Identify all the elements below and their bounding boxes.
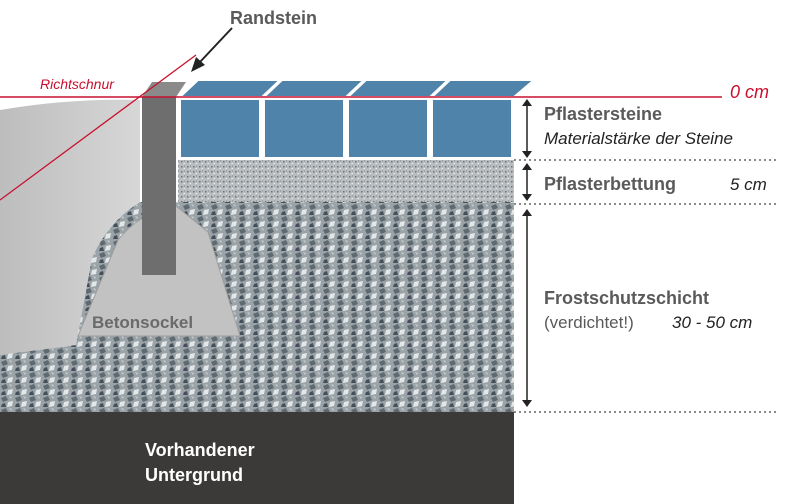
paving-bedding-layer <box>178 160 514 202</box>
paving-stones-front <box>179 98 513 159</box>
materialstaerke-label: Materialstärke der Steine <box>544 129 733 148</box>
pflasterbettung-label: Pflasterbettung <box>544 174 677 194</box>
bettung-depth-label: 5 cm <box>730 175 767 194</box>
randstein-arrowhead <box>191 57 205 72</box>
curb-stone <box>142 97 176 275</box>
zero-level-label: 0 cm <box>730 82 770 102</box>
frostschutz-label: Frostschutzschicht <box>544 288 710 308</box>
frost-depth-label: 30 - 50 cm <box>672 313 753 332</box>
paving-stones-top <box>177 79 537 98</box>
curb-top <box>142 82 186 97</box>
ground-section <box>0 99 140 355</box>
untergrund-label-line1: Vorhandener <box>145 440 255 460</box>
pflastersteine-label: Pflastersteine <box>544 104 663 124</box>
verdichtet-label: (verdichtet!) <box>544 313 634 332</box>
untergrund-label-line2: Untergrund <box>145 465 243 485</box>
string-line-diagonal <box>0 54 197 201</box>
randstein-pointer <box>199 27 233 63</box>
richtschnur-label: Richtschnur <box>40 76 114 92</box>
dimension-arrows <box>522 99 532 407</box>
randstein-label: Randstein <box>230 8 318 28</box>
subsoil-layer <box>0 412 514 504</box>
betonsockel-label: Betonsockel <box>92 313 194 332</box>
layer-boundaries <box>514 159 776 413</box>
